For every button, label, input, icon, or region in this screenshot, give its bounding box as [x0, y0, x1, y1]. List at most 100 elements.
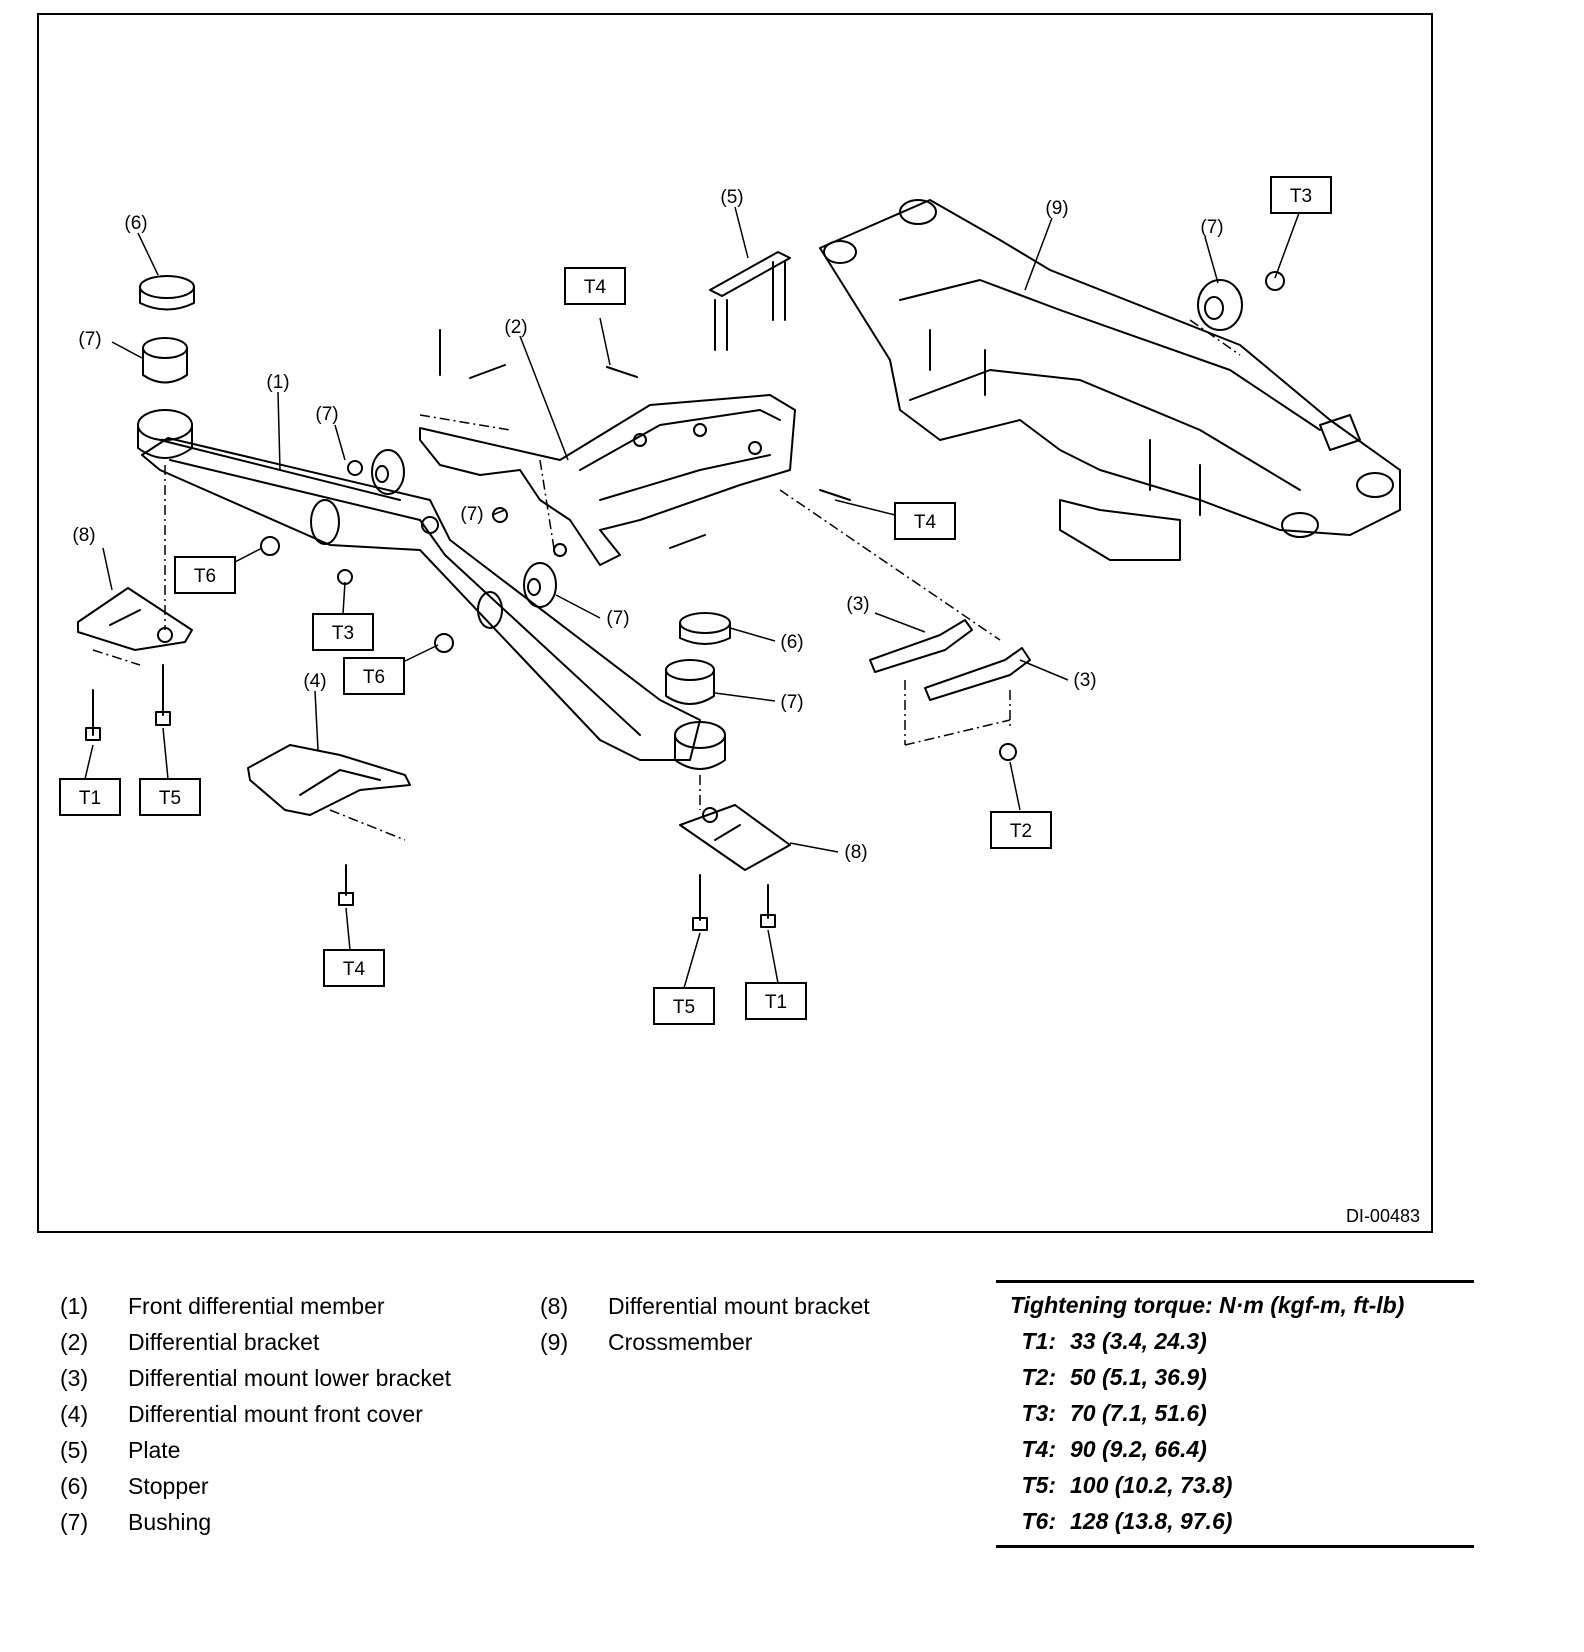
legend-label: Differential bracket	[128, 1329, 320, 1355]
differential-mount-lower-bracket-1	[869, 619, 973, 673]
torque-key: T4:	[1021, 1436, 1057, 1462]
callout-7-member: (7)	[315, 404, 338, 425]
legend-item: (9) Crossmember	[540, 1324, 870, 1360]
callout-7-bracket: (7)	[460, 504, 483, 525]
legend-number: (5)	[60, 1437, 89, 1463]
tag-t1-right: T1	[765, 992, 787, 1013]
torque-row: T1: 33 (3.4, 24.3)	[996, 1323, 1474, 1359]
bolts-and-nuts	[85, 271, 1285, 931]
legend-label: Bushing	[128, 1509, 212, 1535]
legend-item: (2) Differential bracket	[60, 1324, 451, 1360]
legend-number: (9)	[540, 1329, 569, 1355]
callout-6-left: (6)	[124, 213, 147, 234]
leader-lines	[84, 206, 1300, 989]
callout-7-right: (7)	[780, 692, 803, 713]
torque-tag-labels: T4 T3 T4 T6 T3 T6 T1 T5 T4 T5 T1 T2	[79, 186, 1312, 1018]
legend-item: (7) Bushing	[60, 1504, 451, 1540]
legend-label: Differential mount lower bracket	[128, 1365, 451, 1391]
tag-t1-left: T1	[79, 788, 101, 809]
tag-t4-top: T4	[584, 277, 607, 298]
legend-number: (2)	[60, 1329, 89, 1355]
torque-key: T5:	[1021, 1472, 1057, 1498]
legend-number: (3)	[60, 1365, 89, 1391]
figure-id: DI-00483	[1346, 1206, 1420, 1226]
diagram-frame	[37, 13, 1433, 1233]
legend-label: Differential mount front cover	[128, 1401, 423, 1427]
legend-item: (4) Differential mount front cover	[60, 1396, 451, 1432]
legend-label: Crossmember	[608, 1329, 753, 1355]
legend-number: (4)	[60, 1401, 89, 1427]
legend-item: (8) Differential mount bracket	[540, 1288, 870, 1324]
callout-3-lower: (3)	[1073, 670, 1096, 691]
alignment-lines	[92, 319, 1241, 841]
legend-label: Stopper	[128, 1473, 209, 1499]
callout-5: (5)	[720, 187, 743, 208]
tag-t3-crossmember: T3	[1290, 186, 1312, 207]
differential-mount-bracket-right	[679, 804, 791, 871]
bushing-crossmember	[1197, 279, 1243, 331]
torque-key: T2:	[1021, 1364, 1057, 1390]
legend-number: (6)	[60, 1473, 89, 1499]
torque-value: 100 (10.2, 73.8)	[1070, 1472, 1233, 1498]
callouts: (1) (2) (3) (3) (4) (5) (6) (6) (7) (7) …	[72, 187, 1223, 863]
tag-t4-bottom: T4	[343, 959, 366, 980]
differential-mount-bracket-left	[77, 587, 193, 651]
torque-table: Tightening torque: N·m (kgf-m, ft-lb) T1…	[996, 1280, 1474, 1548]
differential-mount-front-cover	[247, 744, 411, 816]
parts-legend-column-1: (1) Front differential member (2) Differen…	[60, 1288, 451, 1540]
torque-tag-boxes	[59, 176, 1332, 1025]
legend-item: (1) Front differential member	[60, 1288, 451, 1324]
torque-value: 50 (5.1, 36.9)	[1070, 1364, 1207, 1390]
tag-t6-left: T6	[194, 566, 216, 587]
legend-item: (3) Differential mount lower bracket	[60, 1360, 451, 1396]
torque-value: 70 (7.1, 51.6)	[1070, 1400, 1207, 1426]
parts-legend-column-2: (8) Differential mount bracket (9) Crossme…	[540, 1288, 870, 1360]
legend-label: Differential mount bracket	[608, 1293, 870, 1319]
torque-value: 90 (9.2, 66.4)	[1070, 1436, 1207, 1462]
tag-t5-left: T5	[159, 788, 181, 809]
callout-4: (4)	[303, 671, 326, 692]
legend-item: (6) Stopper	[60, 1468, 451, 1504]
torque-row: T6:128 (13.8, 97.6)	[996, 1503, 1474, 1539]
plate-with-studs	[709, 251, 791, 351]
tag-t6-center: T6	[363, 667, 385, 688]
front-differential-member	[137, 409, 726, 770]
stopper-left	[139, 275, 195, 311]
legend-item: (5)Plate	[60, 1432, 451, 1468]
stopper-right	[679, 612, 731, 645]
callout-1: (1)	[266, 372, 289, 393]
differential-bracket	[419, 394, 796, 566]
legend-number: (7)	[60, 1509, 89, 1535]
callout-8-left: (8)	[72, 525, 95, 546]
torque-row: T4: 90 (9.2, 66.4)	[996, 1431, 1474, 1467]
bushing-upper-left	[142, 337, 188, 384]
callout-2: (2)	[504, 317, 527, 338]
legend-number: (8)	[540, 1293, 569, 1319]
torque-table-top-rule	[996, 1280, 1474, 1283]
bushing-right	[665, 659, 715, 705]
callout-7-crossmember: (7)	[1200, 217, 1223, 238]
torque-row: T2: 50 (5.1, 36.9)	[996, 1359, 1474, 1395]
callout-8-right: (8)	[844, 842, 867, 863]
torque-table-title: Tightening torque: N·m (kgf-m, ft-lb)	[1010, 1292, 1405, 1318]
torque-value: 33 (3.4, 24.3)	[1070, 1328, 1207, 1354]
callout-6-right: (6)	[780, 632, 803, 653]
callout-3-upper: (3)	[846, 594, 869, 615]
legend-label: Front differential member	[128, 1293, 385, 1319]
tag-t4-right: T4	[914, 512, 937, 533]
bushing-side-2	[523, 562, 557, 608]
tag-t2: T2	[1010, 821, 1032, 842]
torque-key: T1:	[1021, 1328, 1057, 1354]
torque-key: T6:	[1021, 1508, 1057, 1534]
torque-row: T3:70 (7.1, 51.6)	[996, 1395, 1474, 1431]
torque-table-bottom-rule	[996, 1545, 1474, 1548]
tag-t3-member: T3	[332, 623, 354, 644]
crossmember	[819, 199, 1401, 561]
differential-mount-lower-bracket-2	[924, 647, 1031, 701]
legend-number: (1)	[60, 1293, 89, 1319]
callout-7-side: (7)	[606, 608, 629, 629]
tag-t5-right: T5	[673, 997, 695, 1018]
callout-7-upper-left: (7)	[78, 329, 101, 350]
bushing-side-1	[371, 449, 405, 495]
